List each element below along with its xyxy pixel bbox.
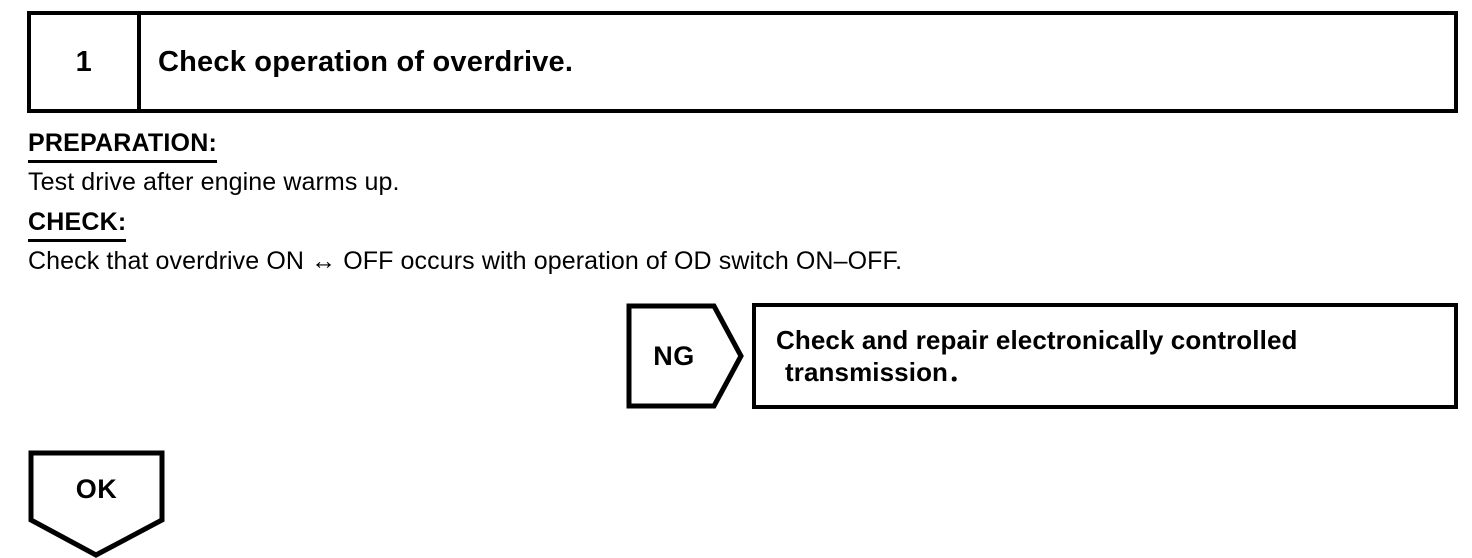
check-heading-row: CHECK: [28, 206, 1328, 245]
ng-branch-label: NG [653, 340, 695, 371]
ng-pentagon-shape [626, 303, 744, 409]
ok-pentagon-shape [28, 450, 165, 558]
preparation-heading: PREPARATION: [28, 127, 217, 163]
ng-result-line-1: Check and repair electronically controll… [776, 325, 1298, 355]
check-heading: CHECK: [28, 206, 127, 242]
step-number-cell: 1 [31, 15, 141, 109]
ok-branch-label: OK [75, 473, 118, 504]
ng-branch-pentagon: NG [626, 303, 744, 409]
step-title-cell: Check operation of overdrive. [158, 45, 574, 78]
step-header-table: 1 Check operation of overdrive. [27, 11, 1458, 113]
ok-branch-pentagon: OK [28, 450, 165, 558]
preparation-text: Test drive after engine warms up. [28, 168, 400, 196]
ng-result-box: Check and repair electronically controll… [752, 303, 1458, 409]
preparation-heading-row: PREPARATION: [28, 127, 1328, 166]
ng-result-line-2: transmission． [785, 357, 975, 387]
instruction-body: PREPARATION: Test drive after engine war… [28, 127, 1328, 285]
check-text: Check that overdrive ON ↔ OFF occurs wit… [28, 247, 903, 275]
